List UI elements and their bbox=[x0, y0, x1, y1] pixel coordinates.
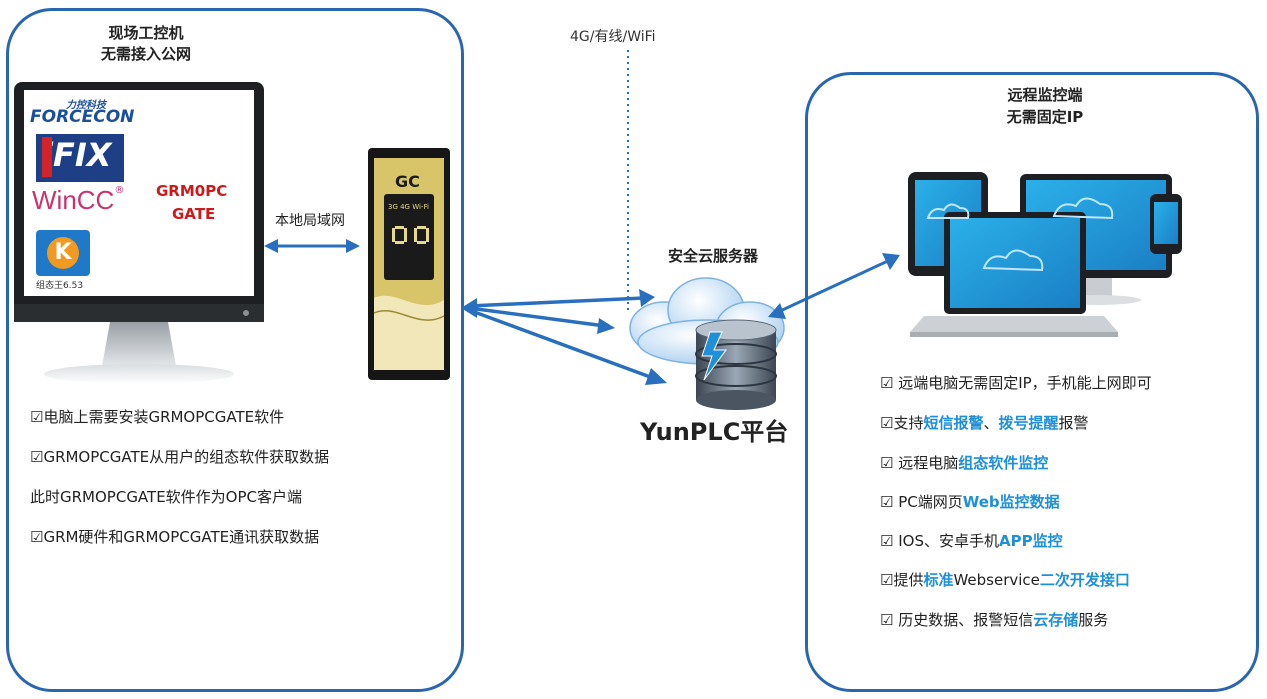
left-panel bbox=[6, 8, 464, 692]
highlight-text: APP监控 bbox=[998, 532, 1063, 550]
forcecon-logo: 力控科技 FORCECON bbox=[30, 96, 150, 130]
left-panel-title-line1: 现场工控机 bbox=[108, 24, 184, 42]
right-bullet-3: ☑ 远程电脑组态软件监控 bbox=[880, 452, 1048, 473]
highlight-text: 组态软件监控 bbox=[958, 454, 1049, 472]
screen-label-line2: GATE bbox=[172, 205, 216, 223]
gc-device-label: GC bbox=[395, 172, 420, 191]
forcecon-logo-cn: 力控科技 bbox=[66, 100, 106, 111]
gc-device-leds: 3G 4G Wi-Fi bbox=[388, 203, 429, 211]
right-panel-title-line1: 远程监控端 bbox=[1007, 86, 1083, 104]
bullet-text: ☑ 历史数据、报警短信 bbox=[880, 611, 1034, 629]
right-bullet-2: ☑支持短信报警、拨号提醒报警 bbox=[880, 412, 1089, 433]
server-label: 安全云服务器 bbox=[668, 247, 759, 265]
lan-double-arrow bbox=[264, 239, 360, 253]
left-bullet-3: 此时GRMOPCGATE软件作为OPC客户端 bbox=[30, 488, 303, 506]
bullet-text: 、 bbox=[983, 414, 999, 432]
cloud-to-remote-arrow bbox=[768, 253, 900, 319]
right-bullet-4: ☑ PC端网页Web监控数据 bbox=[880, 491, 1060, 512]
highlight-text: 云存储 bbox=[1033, 611, 1079, 629]
gc-device bbox=[368, 148, 450, 380]
network-label: 4G/有线/WiFi bbox=[570, 29, 656, 45]
ifix-red-bar bbox=[42, 137, 52, 177]
left-bullet-2: ☑GRMOPCGATE从用户的组态软件获取数据 bbox=[30, 448, 330, 466]
highlight-text: 短信报警 bbox=[923, 414, 984, 432]
bullet-text: ☑提供 bbox=[880, 571, 924, 589]
bullet-text: ☑ 远端电脑无需固定IP，手机能上网即可 bbox=[880, 374, 1152, 392]
highlight-text: Web监控数据 bbox=[962, 493, 1060, 511]
platform-label: YunPLC平台 bbox=[640, 418, 789, 446]
bullet-text: 服务 bbox=[1078, 611, 1109, 629]
wincc-logo-text: WinCC bbox=[32, 185, 115, 215]
network-dotted-line bbox=[627, 50, 629, 312]
bullet-text: ☑ PC端网页 bbox=[880, 493, 963, 511]
left-panel-title-line2: 无需接入公网 bbox=[100, 45, 191, 63]
left-bullet-4: ☑GRM硬件和GRMOPCGATE通讯获取数据 bbox=[30, 528, 320, 546]
bullet-text: Webservice bbox=[953, 571, 1040, 589]
forcecon-logo-en: FORCECON bbox=[30, 107, 135, 127]
right-panel-title-line2: 无需固定IP bbox=[1006, 108, 1084, 126]
right-bullet-7: ☑ 历史数据、报警短信云存储服务 bbox=[880, 609, 1108, 630]
wincc-logo: WinCC® bbox=[32, 185, 142, 219]
device-to-cloud-arrows bbox=[461, 289, 667, 385]
highlight-text: 拨号提醒 bbox=[998, 414, 1059, 432]
ifix-logo-text: iFIX bbox=[42, 136, 112, 174]
devices-illustration bbox=[908, 172, 1182, 337]
ifix-logo: iFIX bbox=[36, 134, 124, 182]
bullet-text: 报警 bbox=[1058, 414, 1089, 432]
highlight-text: 标准 bbox=[923, 571, 954, 589]
screen-label-line1: GRM0PC bbox=[156, 182, 228, 200]
bullet-text: ☑ 远程电脑 bbox=[880, 454, 959, 472]
right-bullet-1: ☑ 远端电脑无需固定IP，手机能上网即可 bbox=[880, 372, 1152, 393]
highlight-text: 二次开发接口 bbox=[1039, 571, 1130, 589]
left-bullet-1: ☑电脑上需要安装GRMOPCGATE软件 bbox=[30, 408, 285, 426]
lan-label: 本地局域网 bbox=[275, 213, 345, 229]
kingview-caption: 组态王6.53 bbox=[36, 281, 84, 291]
wincc-registered-mark: ® bbox=[114, 185, 125, 196]
right-bullet-6: ☑提供标准Webservice二次开发接口 bbox=[880, 569, 1130, 590]
right-panel bbox=[805, 72, 1259, 692]
bullet-text: ☑ IOS、安卓手机 bbox=[880, 532, 999, 550]
bullet-text: ☑支持 bbox=[880, 414, 924, 432]
right-bullet-5: ☑ IOS、安卓手机APP监控 bbox=[880, 530, 1063, 551]
cloud-server-icon bbox=[629, 277, 785, 410]
kingview-logo: K bbox=[36, 230, 90, 276]
kingview-k-icon: K bbox=[47, 237, 79, 269]
